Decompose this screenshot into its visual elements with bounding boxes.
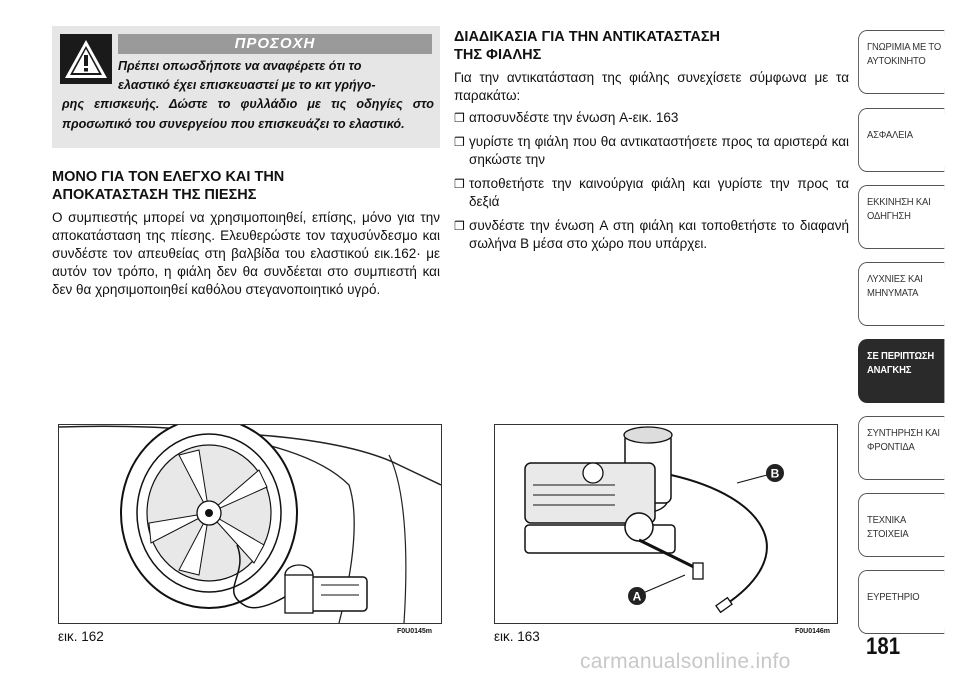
figure-163: A B (494, 424, 838, 624)
tab-label: ΟΔΗΓΗΣΗ (867, 210, 911, 222)
step-text: αποσυνδέστε την ένωση A-εικ. 163 (469, 110, 679, 125)
warning-box: ΠΡΟΣΟΧΗ Πρέπει οπωσδήποτε να αναφέρετε ό… (52, 26, 440, 148)
steps-list: ❒ αποσυνδέστε την ένωση A-εικ. 163 ❒ γυρίσ… (454, 109, 849, 259)
watermark: carmanualsonline.info (580, 650, 791, 673)
tab-label: ΕΚΚΙΝΗΣΗ ΚΑΙ (867, 196, 931, 208)
bottle-replacement-illustration: A B (524, 426, 784, 614)
warning-triangle-icon (60, 34, 112, 84)
tab-safety[interactable]: ΑΣΦΑΛΕΙΑ (858, 108, 945, 172)
list-item: ❒ γυρίστε τη φιάλη που θα αντικαταστήσετε… (454, 133, 849, 169)
step-text: τοποθετήστε την καινούργια φιάλη και γυρ… (469, 176, 849, 209)
figure-162-caption: εικ. 162 (58, 629, 104, 644)
tire-compressor-illustration (58, 417, 442, 624)
tab-label: ΣΥΝΤΗΡΗΣΗ ΚΑΙ (867, 427, 940, 439)
warning-title: ΠΡΟΣΟΧΗ (118, 34, 432, 54)
list-item: ❒ συνδέστε την ένωση A στη φιάλη και τοπο… (454, 217, 849, 253)
tab-label: ΕΥΡΕΤΗΡΙΟ (867, 591, 920, 603)
list-item: ❒ τοποθετήστε την καινούργια φιάλη και γυ… (454, 175, 849, 211)
step-text: γυρίστε τη φιάλη που θα αντικαταστήσετε … (469, 134, 849, 167)
tab-label: ΦΡΟΝΤΙΔΑ (867, 441, 915, 453)
tab-label: ΤΕΧΝΙΚΑ ΣΤΟΙΧΕΙΑ (867, 514, 909, 540)
section1-title-line1: ΜΟΝΟ ΓΙΑ ΤΟΝ ΕΛΕΓΧΟ ΚΑΙ ΤΗΝ (52, 169, 285, 185)
tab-label: ΓΝΩΡΙΜΙΑ ΜΕ ΤΟ (867, 41, 941, 53)
warning-text: Πρέπει οπωσδήποτε να αναφέρετε ότι το ελ… (62, 57, 434, 134)
tab-label: ΛΥΧΝΙΕΣ ΚΑΙ (867, 273, 923, 285)
tab-label: ΣΕ ΠΕΡΙΠΤΩΣΗ (867, 350, 935, 362)
figure-162-code: F0U0145m (397, 628, 433, 635)
tab-emergency[interactable]: ΣΕ ΠΕΡΙΠΤΩΣΗ ΑΝΑΓΚΗΣ (858, 339, 945, 403)
label-b: B (771, 467, 780, 481)
figure-162 (58, 417, 442, 624)
tab-knowing-the-car[interactable]: ΓΝΩΡΙΜΙΑ ΜΕ ΤΟ ΑΥΤΟΚΙΝΗΤΟ (858, 30, 945, 94)
tab-technical-data[interactable]: ΤΕΧΝΙΚΑ ΣΤΟΙΧΕΙΑ (858, 493, 945, 557)
warning-rest: ρης επισκευής. Δώστε το φυλλάδιο με τις … (62, 97, 434, 131)
step-text: συνδέστε την ένωση A στη φιάλη και τοποθ… (469, 218, 849, 251)
tab-index[interactable]: ΕΥΡΕΤΗΡΙΟ (858, 570, 945, 634)
checkbox-bullet-icon: ❒ (454, 219, 465, 233)
checkbox-bullet-icon: ❒ (454, 177, 465, 191)
section2-intro: Για την αντικατάσταση της φιάλης συνεχίσ… (454, 70, 849, 103)
list-item: ❒ αποσυνδέστε την ένωση A-εικ. 163 (454, 109, 849, 127)
section1-title: ΜΟΝΟ ΓΙΑ ΤΟΝ ΕΛΕΓΧΟ ΚΑΙ ΤΗΝ ΑΠΟΚΑΤΑΣΤΑΣΗ… (52, 168, 442, 204)
figure-163-code: F0U0146m (795, 628, 831, 635)
tab-lights-messages[interactable]: ΛΥΧΝΙΕΣ ΚΑΙ ΜΗΝΥΜΑΤΑ (858, 262, 945, 326)
label-a: A (633, 590, 642, 604)
tab-maintenance-care[interactable]: ΣΥΝΤΗΡΗΣΗ ΚΑΙ ΦΡΟΝΤΙΔΑ (858, 416, 945, 480)
section2-title: ΔΙΑΔΙΚΑΣΙΑ ΓΙΑ ΤΗΝ ΑΝΤΙΚΑΤΑΣΤΑΣΗ ΤΗΣ ΦΙΑ… (454, 28, 849, 64)
warning-line-1: Πρέπει οπωσδήποτε να αναφέρετε ότι το (118, 59, 362, 73)
tab-label: ΜΗΝΥΜΑΤΑ (867, 287, 919, 299)
checkbox-bullet-icon: ❒ (454, 135, 465, 149)
section1-body: Ο συμπιεστής μπορεί να χρησιμοποιηθεί, ε… (52, 210, 440, 297)
tab-label: ΑΣΦΑΛΕΙΑ (867, 129, 913, 141)
page-number: 181 (866, 633, 901, 660)
tab-starting-driving[interactable]: ΕΚΚΙΝΗΣΗ ΚΑΙ ΟΔΗΓΗΣΗ (858, 185, 945, 249)
figure-163-caption: εικ. 163 (494, 629, 540, 644)
warning-line-2: ελαστικό έχει επισκευαστεί με το κιτ γρή… (118, 78, 376, 93)
tab-label: ΑΥΤΟΚΙΝΗΤΟ (867, 55, 926, 67)
section2-title-line2: ΤΗΣ ΦΙΑΛΗΣ (454, 47, 542, 63)
section1-title-line2: ΑΠΟΚΑΤΑΣΤΑΣΗ ΤΗΣ ΠΙΕΣΗΣ (52, 187, 257, 203)
tab-label: ΑΝΑΓΚΗΣ (867, 364, 912, 376)
section2-title-line1: ΔΙΑΔΙΚΑΣΙΑ ΓΙΑ ΤΗΝ ΑΝΤΙΚΑΤΑΣΤΑΣΗ (454, 29, 721, 45)
checkbox-bullet-icon: ❒ (454, 111, 465, 125)
